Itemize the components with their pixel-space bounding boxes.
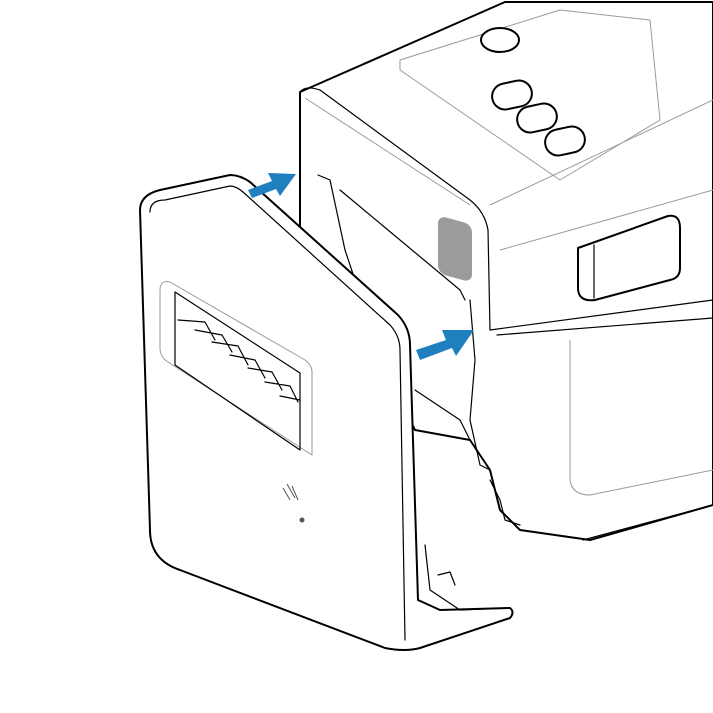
insert-arrow-icon <box>416 330 474 360</box>
release-latch <box>577 214 681 302</box>
cutter-module <box>139 174 514 651</box>
zebra-logo-icon <box>438 217 472 281</box>
control-button-1 <box>491 79 533 111</box>
control-button-3 <box>544 125 586 157</box>
insert-arrow-icon <box>248 173 296 198</box>
power-button <box>480 27 520 53</box>
zebra-logo-icon <box>282 483 305 523</box>
control-button-2 <box>516 102 558 134</box>
